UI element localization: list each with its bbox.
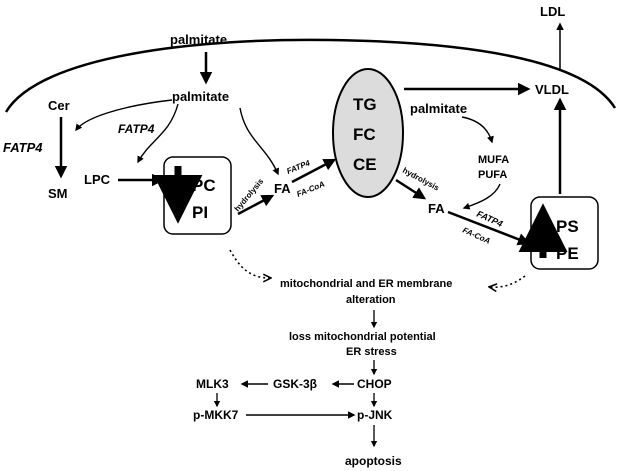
facoa-right-label: FA-CoA bbox=[461, 226, 492, 246]
ps-pe-dotted-curve bbox=[490, 275, 526, 287]
fa-right-label: FA bbox=[428, 201, 445, 216]
fatp4-mid-label: FATP4 bbox=[118, 122, 155, 136]
pc-pi-box bbox=[163, 156, 232, 235]
fa-to-ps-arrow bbox=[447, 210, 531, 246]
fa-to-tg-arrow bbox=[291, 158, 337, 184]
mufa-label: MUFA bbox=[478, 154, 509, 166]
pi-label: PI bbox=[192, 203, 208, 222]
fatp4-left-label: FATP4 bbox=[3, 140, 43, 155]
gsk-label: GSK-3β bbox=[273, 377, 317, 391]
fatp4-right-label: FATP4 bbox=[475, 209, 504, 229]
sm-label: SM bbox=[48, 186, 68, 201]
apoptosis-label: apoptosis bbox=[345, 454, 402, 468]
tg-label: TG bbox=[353, 95, 377, 114]
membrane-alteration-line1: mitochondrial and ER membrane bbox=[280, 278, 452, 290]
palmitate-right-label: palmitate bbox=[410, 101, 467, 116]
facoa-left-label: FA-CoA bbox=[295, 179, 326, 198]
palmitate-to-fa-curve bbox=[239, 107, 280, 176]
palmitate-to-lpc-curve bbox=[137, 103, 179, 164]
pc-hydrolysis-arrow bbox=[237, 194, 275, 216]
pc-pi-dotted-curve bbox=[229, 249, 270, 278]
vldl-label: VLDL bbox=[535, 82, 569, 97]
membrane-alteration-line2: alteration bbox=[346, 294, 396, 306]
fa-left-label: FA bbox=[274, 181, 291, 196]
mufa-to-fa-curve bbox=[462, 183, 501, 210]
ps-label: PS bbox=[556, 217, 579, 236]
pe-label: PE bbox=[556, 244, 579, 263]
ce-label: CE bbox=[353, 155, 377, 174]
mlk3-label: MLK3 bbox=[196, 377, 229, 391]
lipid-droplet-ellipse bbox=[332, 68, 404, 198]
palmitate-to-cer-curve bbox=[75, 99, 173, 132]
er-stress-label: ER stress bbox=[346, 346, 397, 358]
pjnk-label: p-JNK bbox=[357, 408, 393, 422]
lpc-label: LPC bbox=[84, 172, 111, 187]
loss-mito-label: loss mitochondrial potential bbox=[289, 331, 436, 343]
pc-label: PC bbox=[192, 176, 216, 195]
cer-label: Cer bbox=[48, 98, 70, 113]
palmitate-extracellular-label: palmitate bbox=[170, 32, 227, 47]
chop-label: CHOP bbox=[357, 377, 392, 391]
ldl-label: LDL bbox=[540, 4, 565, 19]
ellipse-hydrolysis-arrow bbox=[395, 178, 427, 200]
hydrolysis-right-label: hydrolysis bbox=[401, 166, 441, 193]
cell-membrane-arc bbox=[4, 38, 617, 113]
pmkk7-label: p-MKK7 bbox=[193, 408, 239, 422]
fc-label: FC bbox=[353, 125, 376, 144]
pufa-label: PUFA bbox=[478, 169, 507, 181]
palmitate-to-mufa-curve bbox=[461, 116, 494, 144]
palmitate-intracellular-label: palmitate bbox=[172, 89, 229, 104]
